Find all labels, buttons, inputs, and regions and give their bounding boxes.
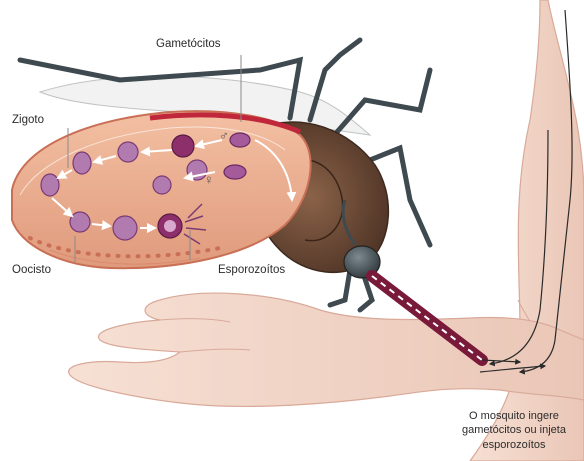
caption-line-1: O mosquito ingere [448, 409, 580, 423]
human-hand [69, 293, 584, 406]
label-sporozoites: Esporozoítos [218, 264, 285, 278]
label-zygote: Zigoto [12, 114, 44, 128]
female-symbol: ♀ [204, 172, 214, 188]
caption-line-2: gametócitos ou injeta [448, 423, 580, 437]
caption-line-3: esporozoítos [448, 438, 580, 452]
caption: O mosquito ingere gametócitos ou injeta … [448, 409, 580, 452]
label-gametocytes: Gametócitos [156, 38, 221, 52]
label-oocyst: Oocisto [12, 264, 51, 278]
male-symbol: ♂ [219, 128, 229, 144]
